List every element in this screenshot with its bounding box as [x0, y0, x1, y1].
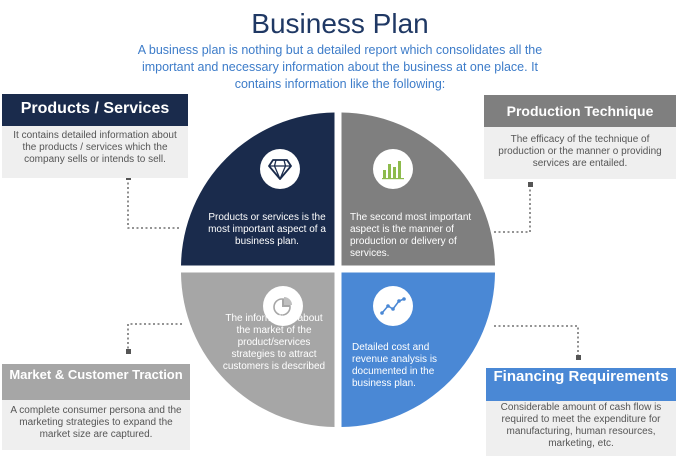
production-description: The efficacy of the technique of product…: [484, 127, 676, 179]
line-chart-icon: [380, 297, 406, 315]
icon-circle-production: [373, 149, 413, 189]
connector-products: [127, 178, 180, 229]
icon-circle-financing: [373, 286, 413, 326]
icon-circle-market: [263, 286, 303, 326]
quadrant-production: [341, 112, 495, 266]
financing-heading: Financing Requirements: [486, 368, 676, 402]
quadrant-text-financing: Detailed cost and revenue analysis is do…: [352, 342, 438, 389]
quadrant-products: [181, 112, 335, 266]
icon-circle-products: [260, 149, 300, 189]
connector-production: [494, 185, 531, 233]
page-subtitle: A business plan is nothing but a detaile…: [137, 43, 543, 91]
quadrant-text-market: The information about the market of the …: [222, 313, 326, 372]
diamond-icon: [268, 159, 292, 180]
connector-market: [127, 323, 182, 352]
products-description: It contains detailed information about t…: [2, 126, 188, 178]
quadrant-text-production: The second most important aspect is the …: [350, 212, 472, 259]
products-heading: Products / Services: [2, 94, 188, 126]
bar-chart-icon: [382, 161, 404, 180]
market-heading: Market & Customer Traction: [2, 364, 190, 400]
pie-chart-icon: [273, 297, 292, 316]
page-title: Business Plan: [251, 8, 429, 39]
connector-financing: [494, 325, 579, 358]
financing-description: Considerable amount of cash flow is requ…: [486, 401, 676, 456]
market-description: A complete consumer persona and the mark…: [2, 400, 190, 450]
quadrant-text-products: Products or services is the most importa…: [208, 212, 326, 247]
production-heading: Production Technique: [484, 95, 676, 127]
